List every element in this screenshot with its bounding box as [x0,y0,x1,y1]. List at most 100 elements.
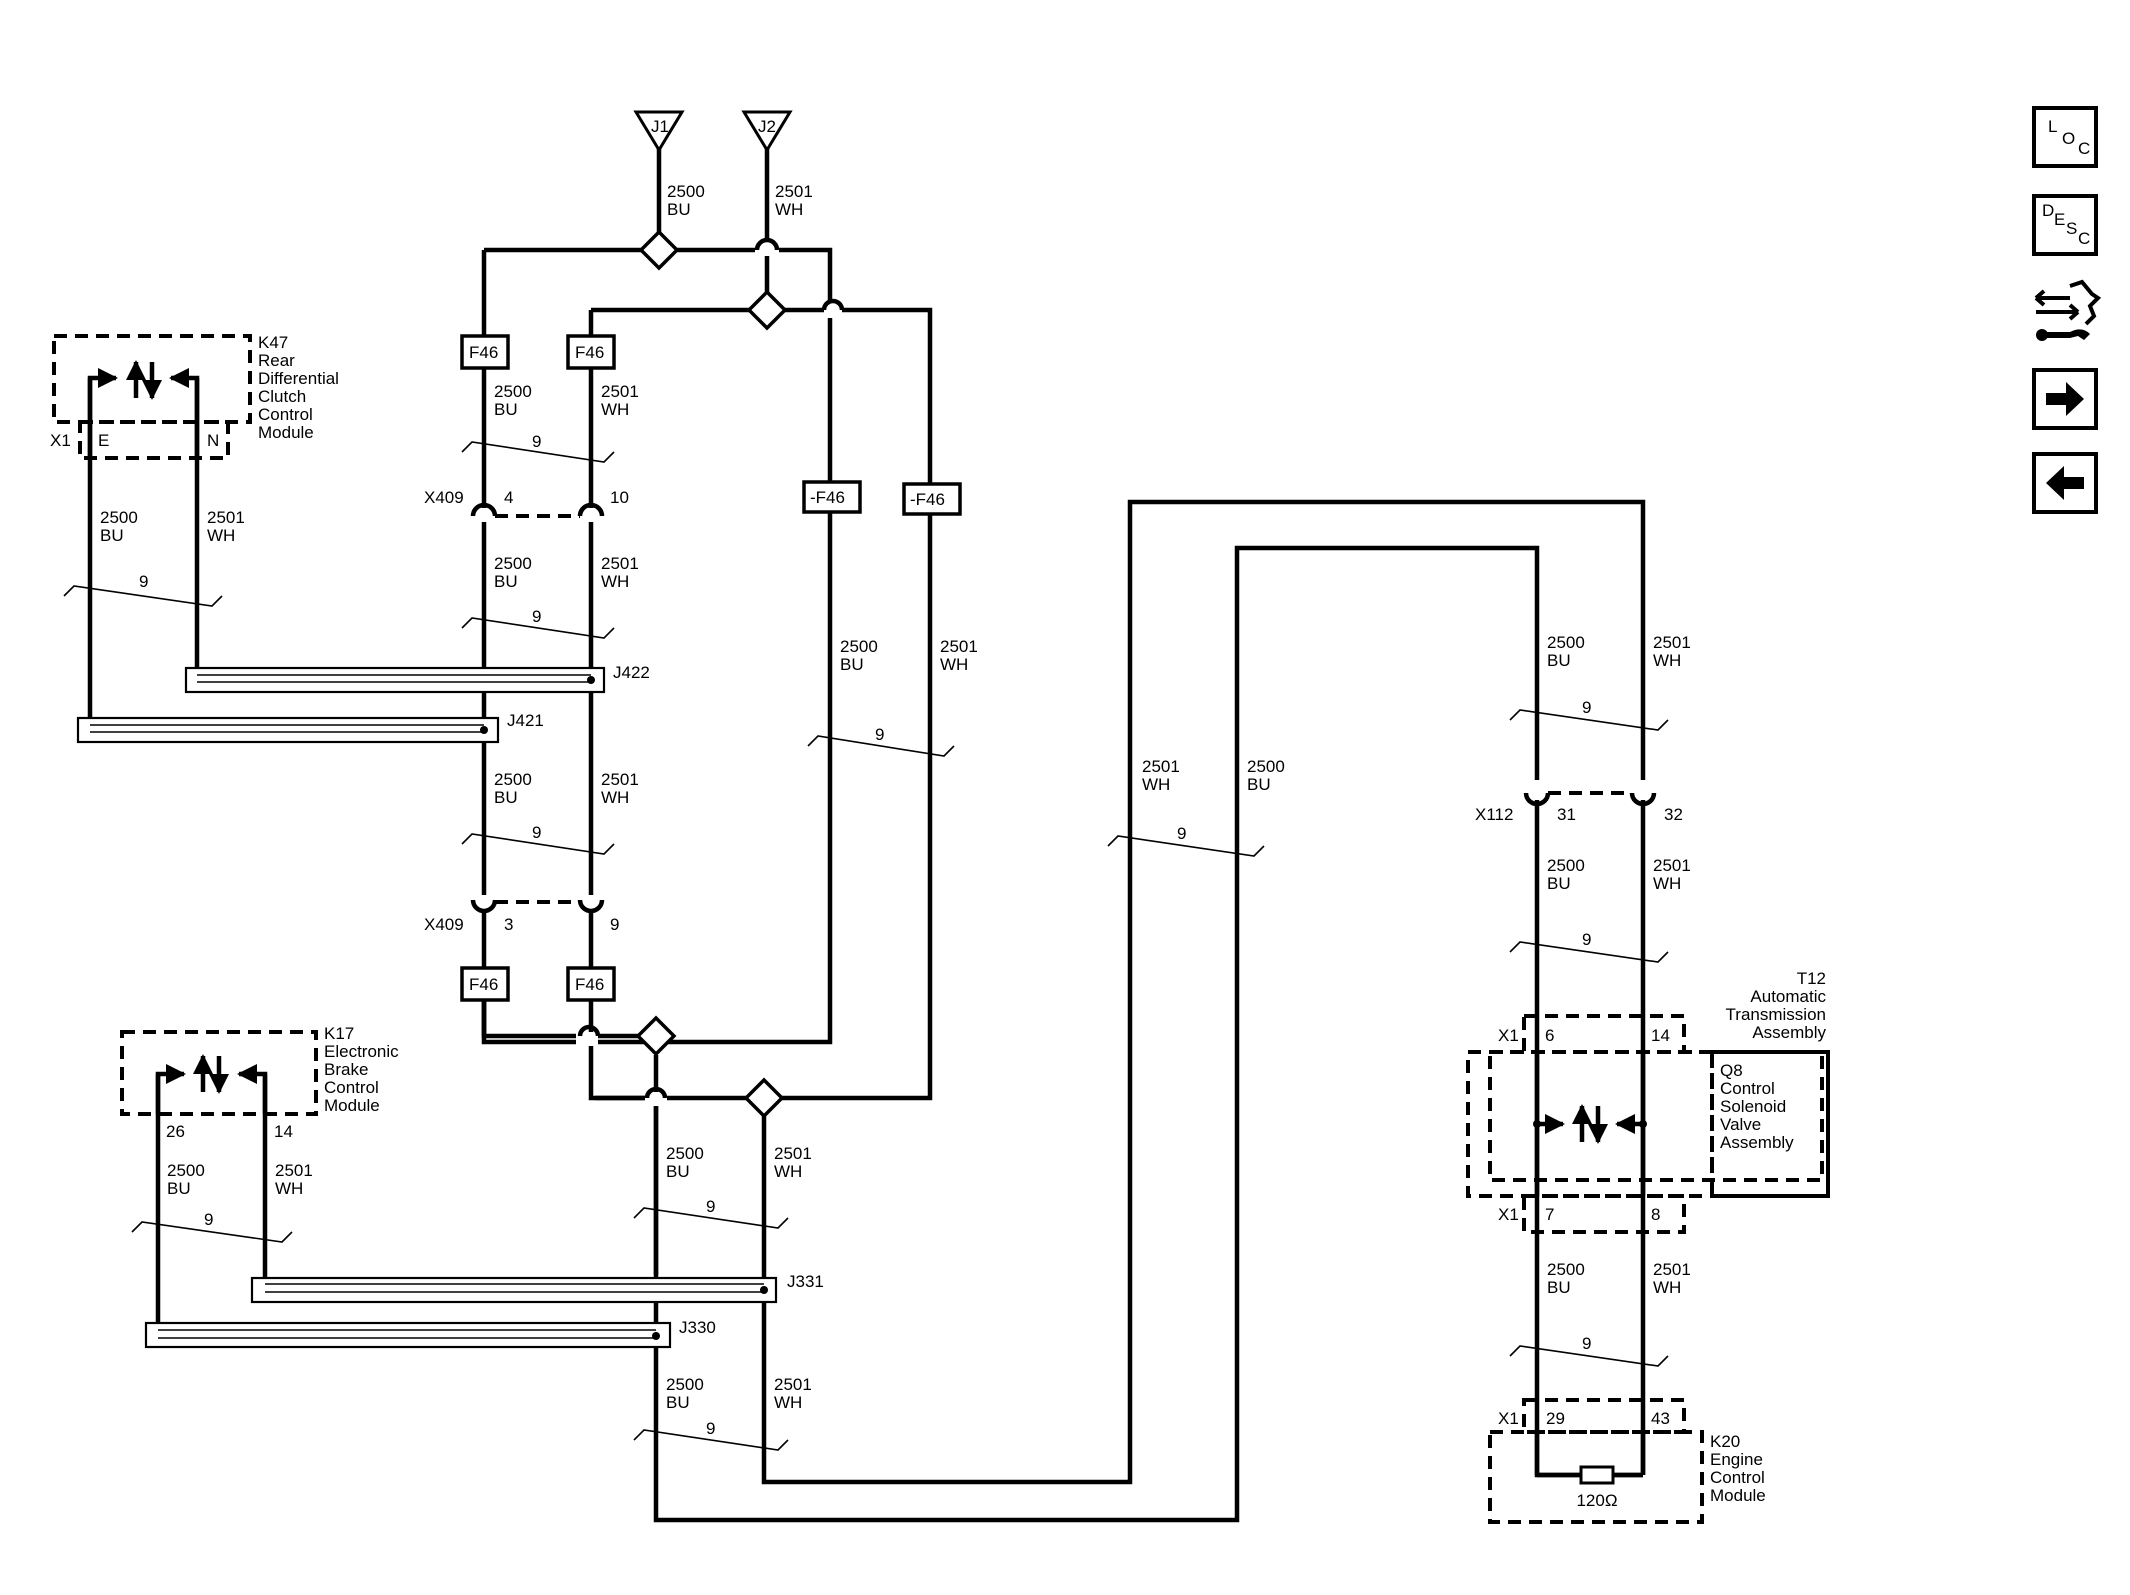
desc-letter: E [2054,210,2066,229]
module-name-line: Rear [258,351,295,370]
splice-bottom-wh [743,1077,785,1119]
prev-page-button[interactable] [2032,452,2098,514]
jumper-markers: J1 J2 [633,110,793,153]
pin-label: 8 [1651,1205,1660,1224]
pin-label: 14 [1651,1026,1670,1045]
wiring [87,140,1646,1523]
j330-label: J330 [679,1318,716,1337]
module-name-line: Control [1720,1079,1775,1098]
desc-letter: S [2066,219,2078,238]
wire-color: WH [1653,874,1681,893]
x1-label: X1 [1498,1026,1519,1045]
pin-label: 7 [1545,1205,1554,1224]
j2-label: J2 [758,117,776,136]
module-id: K17 [324,1024,354,1043]
desc-letter: D [2042,201,2055,220]
module-name-line: Module [258,423,314,442]
twist-label: 9 [532,432,541,451]
fuse-label: F46 [469,343,498,362]
module-name-line: Clutch [258,387,306,406]
module-name-line: Solenoid [1720,1097,1786,1116]
j422-label: J422 [613,663,650,682]
circuit-number: 2501 [774,1144,812,1163]
loc-letter: L [2048,117,2058,136]
j1-label: J1 [651,117,669,136]
pin-label: 9 [610,915,619,934]
module-name-line: Control [324,1078,379,1097]
wire-color: BU [666,1162,690,1181]
wire-color: WH [775,200,803,219]
arrow-left-icon [2046,466,2084,500]
circuit-number: 2500 [1247,757,1285,776]
pin-label: 14 [274,1122,293,1141]
pin-label: 26 [166,1122,185,1141]
module-name-line: Transmission [1726,1005,1826,1024]
circuit-number: 2501 [601,554,639,573]
circuit-number: 2501 [1653,1260,1691,1279]
loc-letter: O [2062,129,2076,148]
fuse-neg-label: -F46 [910,490,945,509]
circuit-number: 2500 [494,770,532,789]
wire-color: BU [666,1393,690,1412]
module-name-line: Differential [258,369,339,388]
circuit-number: 2501 [601,382,639,401]
module-name-line: Electronic [324,1042,399,1061]
twist-label: 9 [1177,824,1186,843]
resistor-value: 120Ω [1576,1491,1617,1510]
wire-color: BU [167,1179,191,1198]
wire-color: BU [494,400,518,419]
twist-label: 9 [139,572,148,591]
circuit-number: 2500 [494,554,532,573]
pin-label: N [207,431,219,450]
circuit-number: 2501 [775,182,813,201]
twist-label: 9 [532,823,541,842]
circuit-number: 2500 [840,637,878,656]
module-name-line: Control [1710,1468,1765,1487]
circuit-number: 2501 [1653,856,1691,875]
loc-button[interactable]: L O C [2032,106,2098,168]
wire-color: WH [601,572,629,591]
circuit-number: 2501 [1142,757,1180,776]
twist-label: 9 [1582,1334,1591,1353]
desc-letter: C [2078,229,2091,248]
circuit-number: 2500 [1547,1260,1585,1279]
module-id: K20 [1710,1432,1740,1451]
loc-letter: C [2078,139,2091,158]
circuit-number: 2500 [1547,856,1585,875]
wire-crossings [576,237,845,1106]
wire-color: BU [1547,651,1571,670]
wire-color: BU [100,526,124,545]
module-name-line: Control [258,405,313,424]
x1-label: X1 [1498,1205,1519,1224]
pin-label: 10 [610,488,629,507]
circuit-number: 2501 [275,1161,313,1180]
circuit-number: 2500 [494,382,532,401]
pin-label: 3 [504,915,513,934]
x112-label: X112 [1475,805,1513,824]
wire-color: WH [774,1162,802,1181]
fuses: F46 F46 -F46 -F46 F46 F46 [460,334,962,1002]
module-name-line: Engine [1710,1450,1763,1469]
twisted-pair-markers: 9 9 9 9 9 9 9 9 9 9 9 9 [63,432,1669,1451]
next-page-button[interactable] [2032,368,2098,430]
pin-label: 32 [1664,805,1683,824]
x409-label: X409 [424,488,464,507]
twist-label: 9 [532,607,541,626]
wire-color: BU [840,655,864,674]
circuit-number: 2501 [207,508,245,527]
splices [635,229,788,1119]
desc-button[interactable]: D E S C [2032,194,2098,256]
wire-color: BU [667,200,691,219]
connector-wrench-icon[interactable] [2030,276,2102,346]
module-name-line: Valve [1720,1115,1761,1134]
module-name-line: Module [324,1096,380,1115]
wire-color: BU [1247,775,1271,794]
module-name-line: Automatic [1750,987,1826,1006]
x409-connectors: X409 4 10 X409 3 9 [424,488,629,934]
j331-label: J331 [787,1272,824,1291]
circuit-number: 2500 [666,1375,704,1394]
module-name-line: Module [1710,1486,1766,1505]
splice-j2 [746,289,788,331]
